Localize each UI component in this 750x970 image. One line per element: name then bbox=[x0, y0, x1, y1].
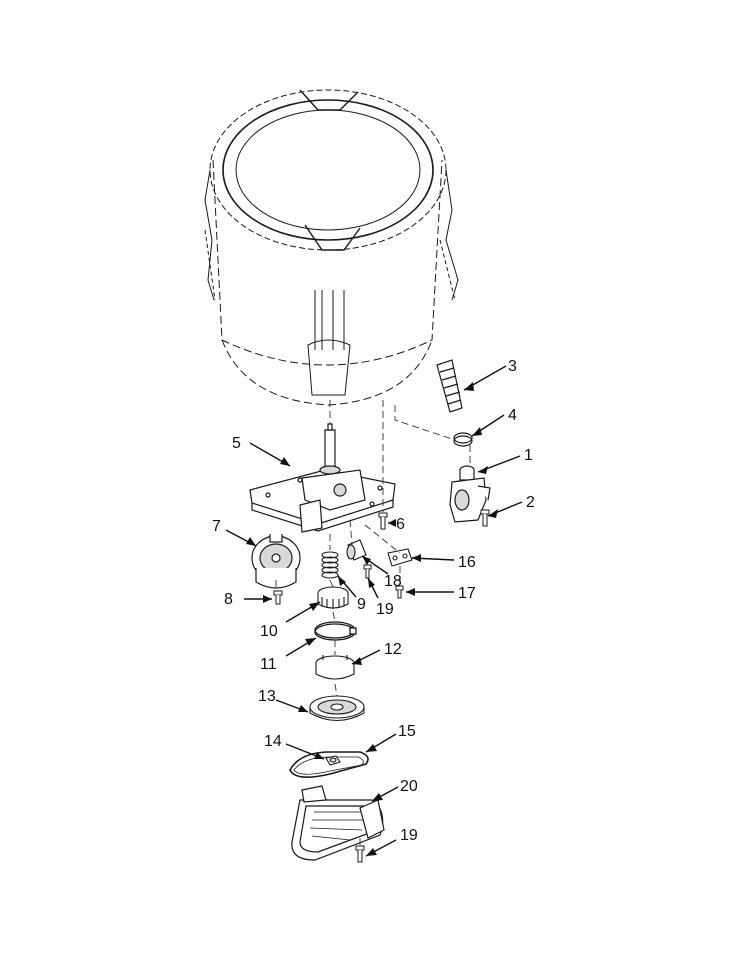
callout-14: 14 bbox=[264, 733, 325, 760]
callout-label: 1 bbox=[524, 447, 533, 464]
switch-screw bbox=[395, 585, 404, 599]
callout-1: 1 bbox=[477, 447, 533, 474]
pump-screw bbox=[480, 509, 490, 527]
callout-label: 9 bbox=[357, 596, 366, 613]
drain-hose bbox=[436, 359, 463, 413]
pulley-nut bbox=[325, 755, 341, 766]
hose-clamp bbox=[453, 432, 473, 447]
sensor-switch bbox=[387, 548, 413, 567]
callout-16: 16 bbox=[411, 554, 476, 571]
callout-17: 17 bbox=[406, 585, 476, 602]
callout-label: 5 bbox=[232, 435, 241, 452]
drive-motor bbox=[251, 534, 301, 589]
callout-11: 11 bbox=[260, 637, 317, 673]
assembly-lines bbox=[275, 400, 471, 846]
callout-label: 3 bbox=[508, 358, 517, 375]
drain-pump bbox=[449, 465, 491, 523]
callout-4: 4 bbox=[471, 407, 517, 437]
callout-label: 17 bbox=[458, 585, 476, 602]
callout-label: 7 bbox=[212, 518, 221, 535]
callouts: 1 2 3 4 5 6 7 bbox=[212, 358, 535, 857]
callout-label: 4 bbox=[508, 407, 517, 424]
pulley-housing bbox=[315, 655, 355, 680]
callout-6: 6 bbox=[388, 516, 405, 533]
spring-coupler bbox=[321, 551, 339, 579]
clutch-drum bbox=[317, 586, 349, 609]
base-shield bbox=[291, 785, 385, 861]
callout-label: 11 bbox=[260, 656, 277, 673]
callout-5: 5 bbox=[232, 435, 291, 467]
callout-12: 12 bbox=[351, 641, 402, 665]
capacitor-screw bbox=[363, 564, 372, 579]
callout-9: 9 bbox=[337, 575, 366, 613]
callout-label: 15 bbox=[398, 723, 416, 740]
callout-15: 15 bbox=[365, 723, 416, 753]
drive-pulley bbox=[309, 695, 365, 722]
callout-19-lower: 19 bbox=[365, 827, 418, 857]
gearcase-plate bbox=[249, 423, 396, 533]
callout-label: 18 bbox=[384, 573, 402, 590]
drive-belt bbox=[289, 751, 369, 778]
callout-2: 2 bbox=[487, 494, 535, 518]
callout-18: 18 bbox=[361, 555, 402, 590]
callout-label: 6 bbox=[396, 516, 405, 533]
callout-20: 20 bbox=[371, 778, 418, 802]
shield-screw bbox=[355, 845, 365, 863]
callout-label: 16 bbox=[458, 554, 476, 571]
callout-label: 10 bbox=[260, 623, 278, 640]
plate-screw bbox=[378, 512, 388, 530]
callout-19-upper: 19 bbox=[367, 577, 394, 618]
callout-label: 13 bbox=[258, 688, 276, 705]
callout-label: 19 bbox=[400, 827, 418, 844]
callout-10: 10 bbox=[260, 601, 321, 640]
callout-label: 2 bbox=[526, 494, 535, 511]
capacitor bbox=[346, 539, 367, 561]
clutch-band bbox=[314, 621, 357, 641]
callout-label: 20 bbox=[400, 778, 418, 795]
outer-tub bbox=[204, 89, 459, 406]
callout-label: 14 bbox=[264, 733, 282, 750]
callout-label: 12 bbox=[384, 641, 402, 658]
callout-3: 3 bbox=[463, 358, 517, 391]
callout-label: 8 bbox=[224, 591, 233, 608]
callout-8: 8 bbox=[224, 591, 272, 608]
callout-13: 13 bbox=[258, 688, 309, 713]
callout-label: 19 bbox=[376, 601, 394, 618]
callout-7: 7 bbox=[212, 518, 257, 547]
motor-screw bbox=[273, 590, 283, 605]
